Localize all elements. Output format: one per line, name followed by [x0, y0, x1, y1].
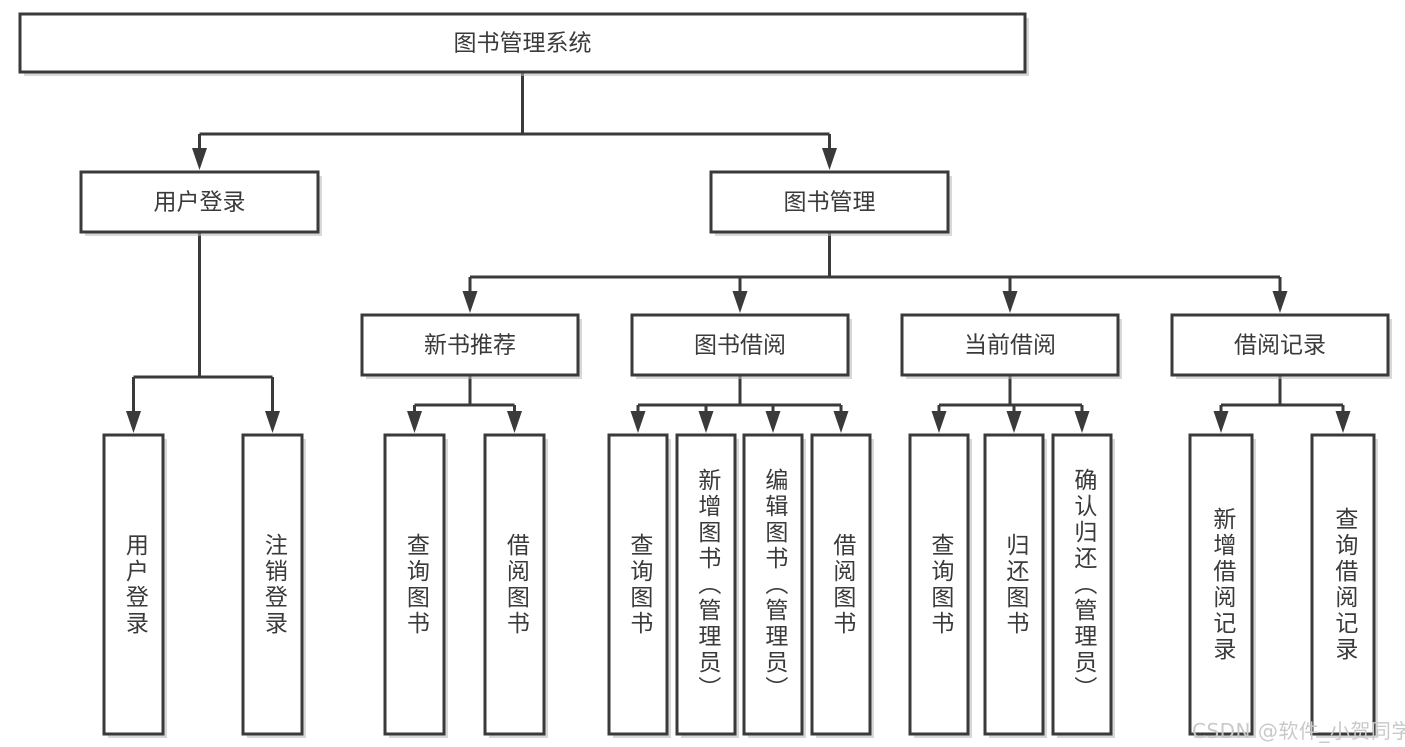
node-label-root: 图书管理系统 — [454, 31, 592, 57]
leaf-node-leaf-borrow-add[interactable] — [675, 433, 737, 736]
node-root-root[interactable] — [18, 12, 1027, 74]
node-label-user-login: 用户登录 — [154, 190, 246, 216]
node-new-book-rec[interactable] — [360, 313, 580, 377]
csdn-watermark: CSDN @软件_小贺同学 — [1192, 719, 1405, 743]
node-current-borrow[interactable] — [900, 313, 1120, 377]
node-label-new-book-rec: 新书推荐 — [424, 333, 516, 359]
node-book-borrow[interactable] — [630, 313, 850, 377]
node-book-manage[interactable] — [709, 170, 950, 234]
leaf-node-leaf-borrow-query[interactable] — [607, 433, 669, 736]
leaf-node-leaf-cur-return[interactable] — [983, 433, 1045, 736]
leaf-node-leaf-user-logout[interactable] — [241, 433, 304, 736]
node-user-login[interactable] — [79, 170, 320, 234]
node-label-book-borrow: 图书借阅 — [694, 333, 786, 359]
node-label-book-manage: 图书管理 — [784, 190, 876, 216]
boxes-layer — [18, 12, 1392, 738]
node-label-borrow-record: 借阅记录 — [1234, 333, 1326, 359]
leaf-node-leaf-rec-add[interactable] — [1188, 433, 1254, 736]
node-borrow-record[interactable] — [1170, 313, 1390, 377]
edges-layer — [126, 72, 1351, 433]
node-label-current-borrow: 当前借阅 — [964, 333, 1056, 359]
leaf-node-leaf-cur-confirm[interactable] — [1051, 433, 1113, 736]
leaf-node-leaf-rec-search[interactable] — [1310, 433, 1376, 736]
leaf-node-leaf-borrow-do[interactable] — [810, 433, 872, 736]
leaf-node-leaf-user-login[interactable] — [102, 433, 165, 736]
leaf-node-leaf-rec-query[interactable] — [383, 433, 446, 736]
leaf-node-leaf-cur-query[interactable] — [908, 433, 970, 736]
leaf-node-leaf-borrow-edit[interactable] — [742, 433, 804, 736]
leaf-node-leaf-rec-borrow[interactable] — [483, 433, 546, 736]
